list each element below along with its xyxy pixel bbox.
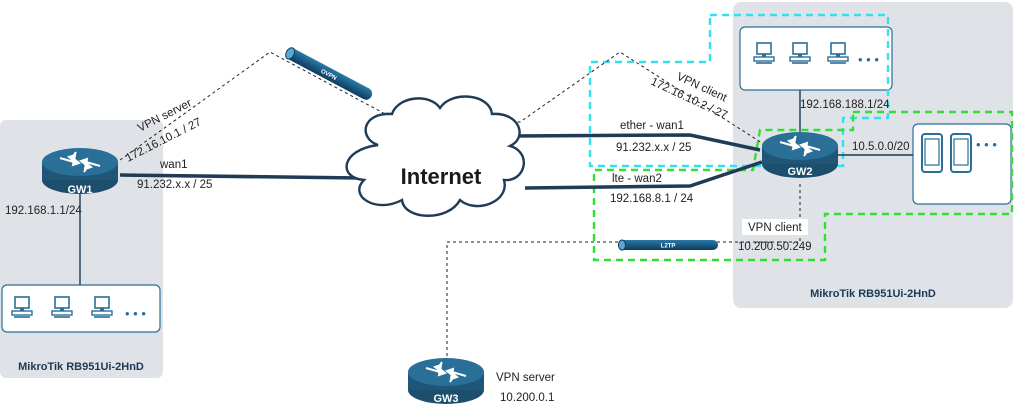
router-gw1: GW1	[41, 147, 119, 196]
gw2-wan1-ip: 91.232.x.x / 25	[616, 142, 691, 154]
right-lan-more-dots: • • •	[858, 52, 879, 67]
left-lan-more-dots: • • •	[125, 306, 146, 321]
internet-label: Internet	[401, 164, 482, 189]
gw2-wan1-name: ether - wan1	[620, 120, 684, 132]
pc-icon	[827, 42, 849, 64]
router-gw3: GW3	[407, 357, 485, 405]
gw2-name: GW2	[787, 166, 812, 178]
l2tp-label: L2TP	[661, 243, 676, 249]
gw2-lan-ip: 192.168.188.1/24	[800, 99, 890, 111]
pc-icon	[91, 296, 113, 318]
gw2-wan2-link	[524, 160, 763, 190]
gw1-wan-name: wan1	[159, 159, 188, 171]
gw2-wan2-name: lte - wan2	[612, 173, 662, 185]
pc-icon	[11, 296, 33, 318]
internet-cloud	[345, 95, 525, 217]
gw1-wan-ip: 91.232.x.x / 25	[137, 179, 212, 191]
right-lan-box	[739, 26, 893, 91]
phone-icon	[921, 133, 943, 173]
pc-icon	[753, 42, 775, 64]
gw3-vpn-ip: 10.200.0.1	[500, 392, 554, 404]
gw3-name: GW3	[433, 393, 458, 405]
mobile-more-dots: • • •	[976, 137, 997, 152]
gw1-internet-link	[119, 173, 361, 180]
pc-icon	[789, 42, 811, 64]
l2tp-tunnel: L2TP	[618, 239, 718, 251]
phone-icon	[950, 133, 972, 173]
gw3-vpn-role: VPN server	[496, 372, 555, 384]
gw2-wan1-link	[509, 133, 761, 152]
mobile-network: 10.5.0.0/20	[852, 141, 910, 153]
gw1-lan-ip: 192.168.1.1/24	[5, 205, 82, 217]
gw1-name: GW1	[67, 184, 92, 196]
ovpn-tunnel: OVPN	[285, 47, 373, 100]
gw2-l2tp-client-role: VPN client	[748, 222, 802, 234]
left-lan-box	[1, 284, 161, 333]
router-gw2: GW2	[761, 131, 839, 179]
green-zone-outline	[592, 110, 1014, 262]
gw2-l2tp-client-ip: 10.200.50.249	[738, 241, 812, 253]
gw2-wan2-ip: 192.168.8.1 / 24	[610, 193, 694, 205]
l2tp-client-label-bg	[742, 219, 808, 235]
right-site-title: MikroTik RB951Ui-2HnD	[810, 288, 936, 300]
pc-icon	[51, 296, 73, 318]
cyan-zone-outline	[588, 13, 890, 168]
left-site-title: MikroTik RB951Ui-2HnD	[18, 361, 144, 373]
